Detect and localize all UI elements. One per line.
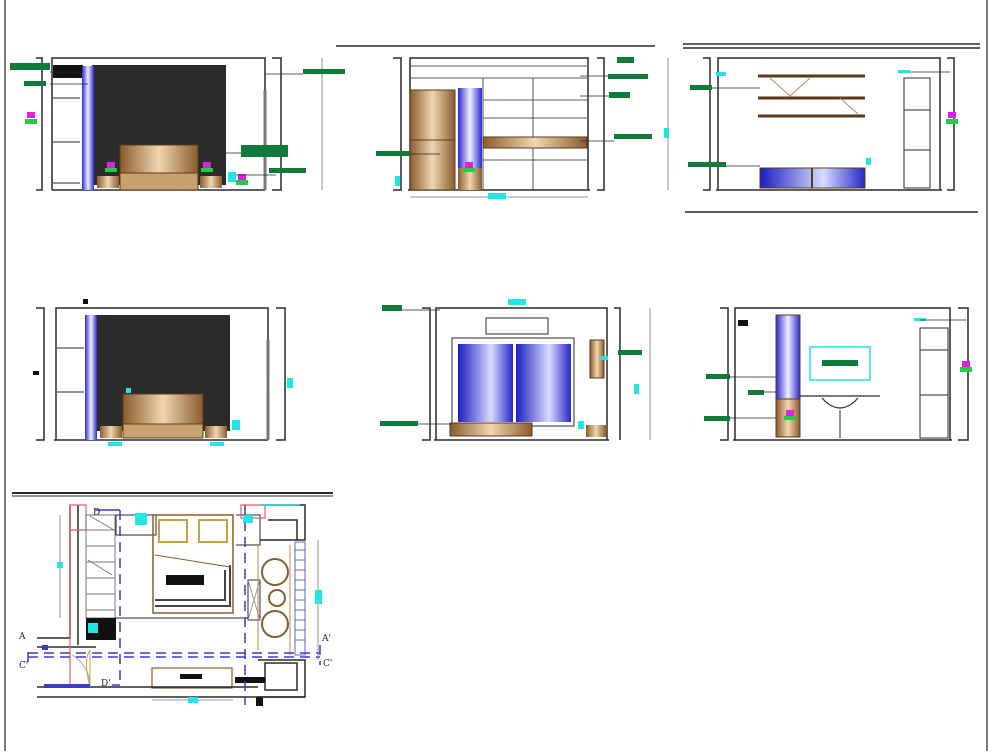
elevation-6 — [704, 307, 972, 441]
ceiling-light-panel — [485, 317, 549, 335]
section-marker-c-prime-right: C' — [323, 659, 332, 669]
section-marker-a: A — [18, 632, 26, 642]
bed — [152, 514, 234, 614]
section-marker-a-prime: A' — [321, 634, 331, 644]
callout-tag — [303, 69, 345, 74]
bed-headboard — [119, 144, 199, 174]
bed-headboard — [122, 393, 204, 425]
sliding-door-right — [516, 344, 571, 422]
callout-tag — [10, 63, 50, 70]
elevation-5 — [380, 299, 651, 441]
wash-basin — [800, 395, 880, 409]
bench — [449, 422, 533, 437]
section-marker-d-prime: D' — [101, 679, 111, 689]
desk-shelf — [482, 136, 588, 149]
bed-base — [119, 172, 199, 191]
glass-column — [775, 314, 801, 400]
callout-tag — [24, 81, 46, 86]
section-marker-c-prime-left: C' — [19, 661, 28, 671]
pillow — [198, 519, 228, 543]
pillow — [158, 519, 188, 543]
armchair — [261, 610, 289, 638]
door-swing — [71, 649, 91, 688]
elevation-4 — [33, 299, 293, 446]
side-table — [268, 589, 286, 607]
tv-screen — [809, 346, 871, 381]
elevation-2 — [336, 45, 669, 199]
callout-tag — [241, 145, 288, 157]
black-header — [53, 65, 83, 78]
armchair — [261, 558, 289, 586]
floor-plan: A A' C' C' D D' — [12, 492, 333, 706]
section-line-vertical — [119, 505, 246, 705]
glass-column — [458, 88, 482, 168]
glass-column — [85, 315, 97, 440]
section-marker-d: D — [93, 508, 100, 518]
sliding-door-left — [458, 344, 513, 422]
wardrobe-grid — [85, 514, 116, 619]
section-line-horizontal — [27, 645, 321, 665]
tv-cabinet — [151, 667, 233, 689]
glass-column — [82, 66, 94, 190]
elevation-3 — [683, 43, 980, 213]
callout-tag — [269, 168, 306, 173]
elevation-1 — [10, 57, 345, 191]
